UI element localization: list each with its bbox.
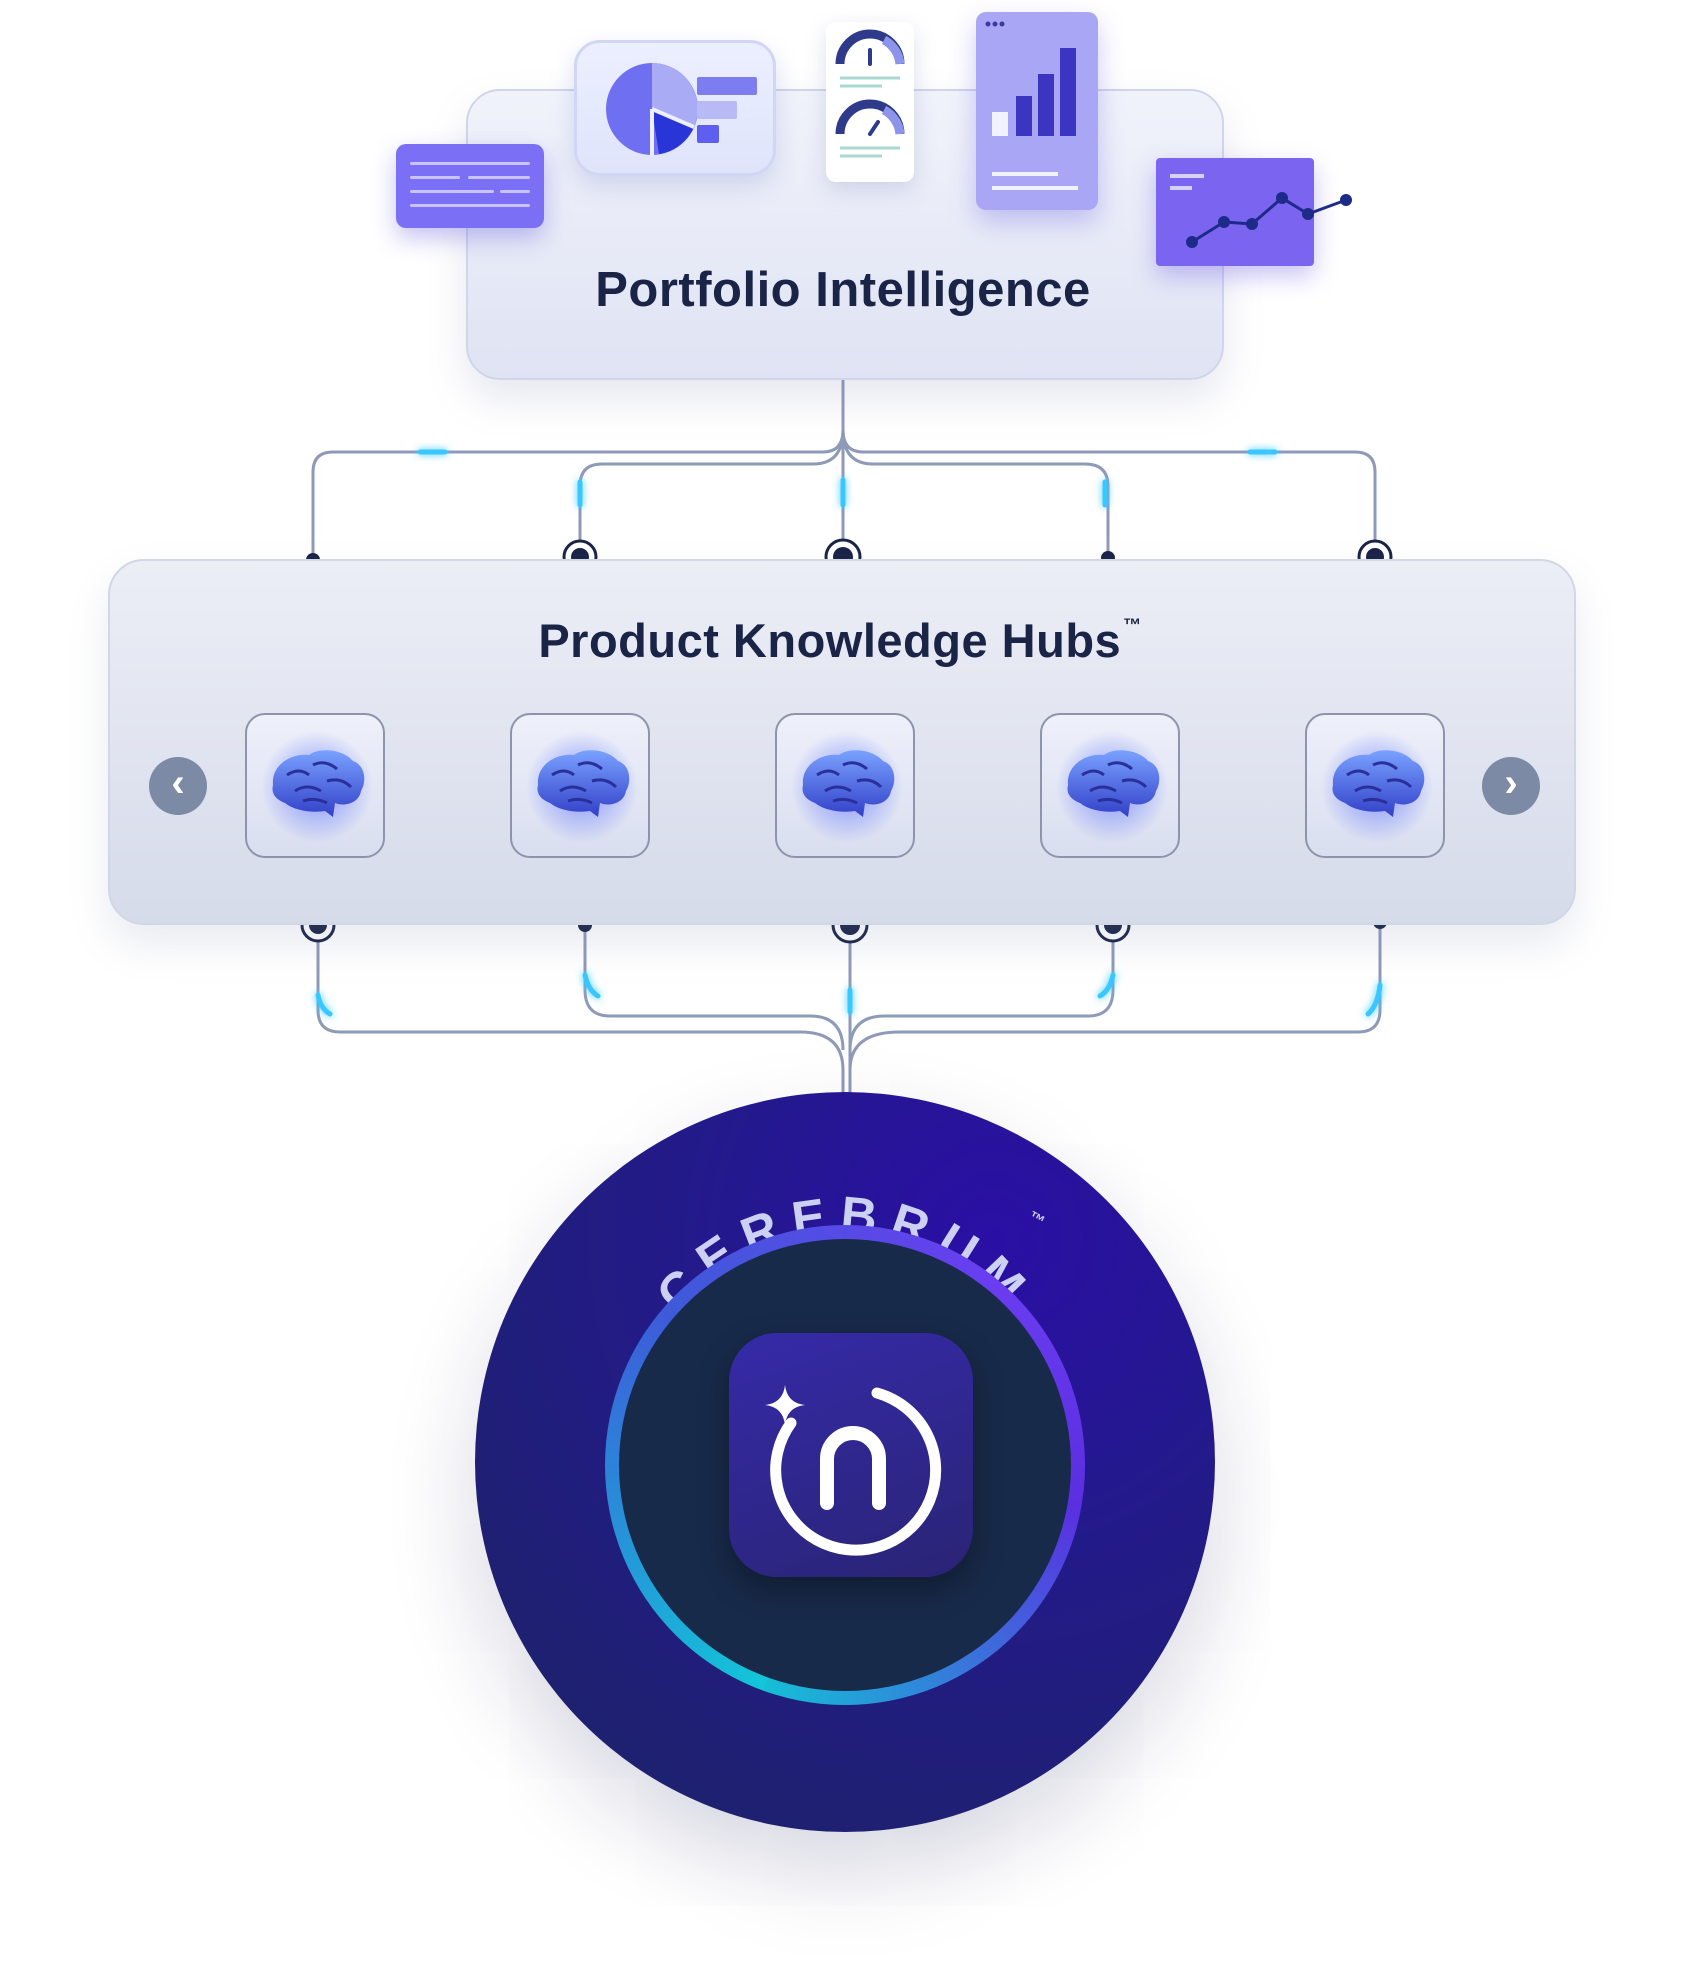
portfolio-intelligence-title: Portfolio Intelligence	[595, 263, 1091, 317]
hub-card-1[interactable]	[245, 713, 385, 858]
brain-icon	[261, 731, 373, 843]
carousel-next-button[interactable]: ›	[1482, 757, 1540, 815]
pie-chart-widget-icon	[574, 40, 776, 176]
chevron-right-icon: ›	[1504, 761, 1518, 805]
hub-card-2[interactable]	[510, 713, 650, 858]
chevron-left-icon: ‹	[171, 761, 185, 805]
hub-card-3[interactable]	[775, 713, 915, 858]
brain-icon	[1056, 731, 1168, 843]
line-chart-widget-icon	[1156, 158, 1352, 266]
gauge-widget-icon	[826, 22, 914, 182]
carousel-prev-button[interactable]: ‹	[149, 757, 207, 815]
cerebrum-trademark: ™	[1025, 1209, 1047, 1232]
hub-card-4[interactable]	[1040, 713, 1180, 858]
product-knowledge-hubs-title-text: Product Knowledge Hubs	[538, 614, 1122, 667]
n-sparkle-logo-icon	[729, 1333, 973, 1577]
hub-card-5[interactable]	[1305, 713, 1445, 858]
bar-chart-widget-icon	[976, 12, 1098, 210]
brain-icon	[1321, 731, 1433, 843]
brain-icon	[526, 731, 638, 843]
list-widget-icon	[396, 144, 544, 228]
trademark-mark: ™	[1123, 615, 1142, 635]
brain-icon	[791, 731, 903, 843]
